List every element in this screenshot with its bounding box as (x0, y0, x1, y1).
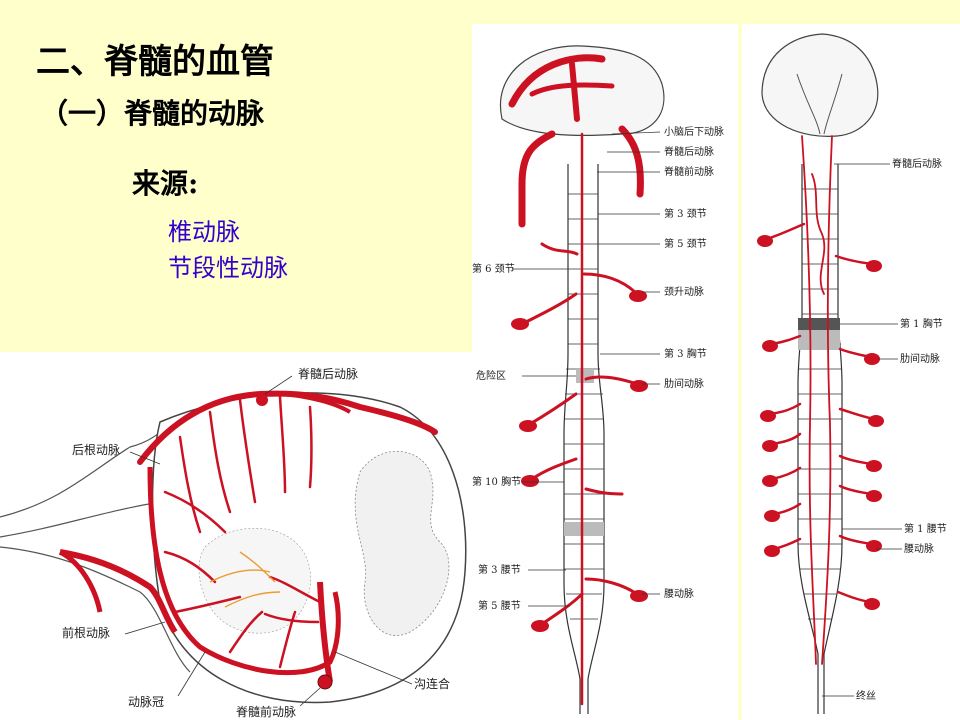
source-item-vertebral: 椎动脉 (168, 218, 240, 246)
source-label: 来源: (132, 167, 199, 200)
source-item-segmental: 节段性动脉 (168, 254, 288, 282)
label-l3: 第 3 腰节 (478, 563, 521, 576)
t1-segment (798, 318, 840, 330)
segmental-artery-ends (757, 235, 884, 610)
artery-network (765, 135, 876, 665)
label-av-lumbar: 腰动脉 (664, 587, 694, 600)
anterior-view-figure: 小脑后下动脉 脊髓后动脉 脊髓前动脉 第 3 颈节 第 5 颈节 颈升动脉 第 … (472, 24, 738, 720)
anterior-view-illustration: 小脑后下动脉 脊髓后动脉 脊髓前动脉 第 3 颈节 第 5 颈节 颈升动脉 第 … (472, 45, 724, 714)
label-c6: 第 6 颈节 (472, 262, 515, 275)
label-anterior-root-artery: 前根动脉 (62, 625, 110, 640)
label-posterior-root-artery: 后根动脉 (72, 442, 120, 457)
label-c5: 第 5 颈节 (664, 237, 707, 250)
source-list: 椎动脉 节段性动脉 (168, 214, 288, 286)
label-pv-l1: 第 1 腰节 (904, 522, 947, 535)
posterior-view-illustration: 脊髓后动脉 第 1 胸节 肋间动脉 第 1 腰节 腰动脉 终丝 (757, 33, 947, 714)
label-pv-lumbar: 腰动脉 (904, 542, 934, 555)
label-t3: 第 3 胸节 (664, 347, 707, 360)
label-filum-terminale: 终丝 (856, 689, 876, 702)
label-anterior-spinal-artery: 脊髓前动脉 (236, 704, 296, 719)
label-av-anterior-spinal: 脊髓前动脉 (664, 165, 714, 178)
segment-lines (798, 188, 842, 620)
label-sulcal-artery: 沟连合 (414, 676, 450, 691)
danger-zone-segment (576, 369, 594, 383)
label-pica: 小脑后下动脉 (664, 125, 724, 138)
posterior-view-figure: 脊髓后动脉 第 1 胸节 肋间动脉 第 1 腰节 腰动脉 终丝 (742, 24, 960, 720)
label-av-intercostal: 肋间动脉 (664, 377, 704, 390)
cross-section-illustration: 脊髓后动脉 后根动脉 前根动脉 动脉冠 脊髓前动脉 沟连合 (0, 366, 467, 719)
slide-title: 二、脊髓的血管 (36, 42, 274, 82)
label-posterior-spinal-artery: 脊髓后动脉 (298, 366, 358, 381)
cross-section-figure: 脊髓后动脉 后根动脉 前根动脉 动脉冠 脊髓前动脉 沟连合 (0, 352, 472, 720)
slide-subtitle: （一）脊髓的动脉 (40, 97, 265, 130)
label-c3: 第 3 颈节 (664, 207, 707, 220)
segment-lines (564, 193, 604, 620)
label-vasocorona: 动脉冠 (128, 694, 164, 709)
label-av-posterior-spinal: 脊髓后动脉 (664, 145, 714, 158)
segmental-artery-ends (511, 290, 648, 632)
t1-shaded (798, 330, 840, 350)
t10-segment (564, 522, 604, 536)
label-pv-posterior-spinal: 脊髓后动脉 (892, 157, 942, 170)
label-pv-t1: 第 1 胸节 (900, 317, 943, 330)
label-l5: 第 5 腰节 (478, 599, 521, 612)
label-t10: 第 10 胸节 (472, 475, 521, 488)
label-danger-zone: 危险区 (476, 369, 506, 382)
label-pv-intercostal: 肋间动脉 (900, 352, 940, 365)
label-ascending-cervical: 颈升动脉 (664, 285, 704, 298)
